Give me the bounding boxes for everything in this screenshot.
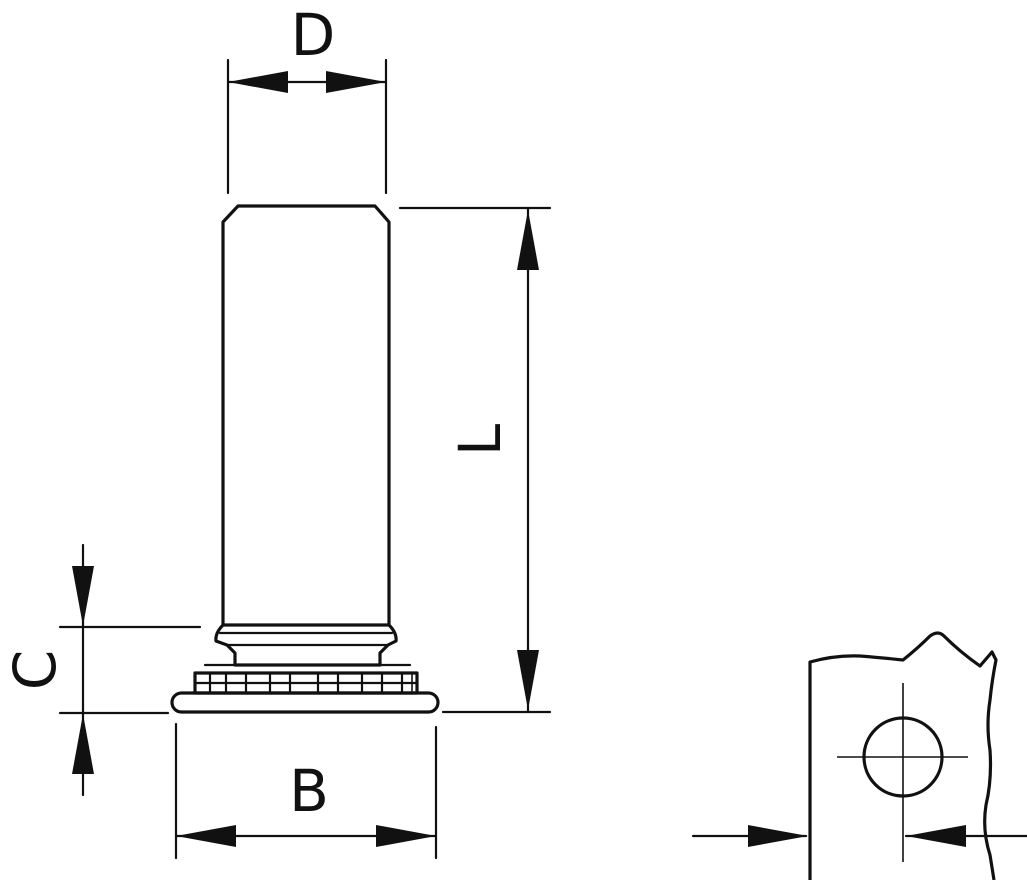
dimension-b-label: B xyxy=(289,757,329,825)
dimension-d: D xyxy=(226,1,388,195)
mounting-hole-view xyxy=(691,631,1027,880)
dimension-l: L xyxy=(398,206,552,714)
shank-outline xyxy=(221,204,391,625)
dimension-d-label: D xyxy=(291,1,336,69)
sheet-outline xyxy=(808,631,998,880)
knurl-ring xyxy=(193,663,419,695)
head-flange xyxy=(170,691,440,714)
dimension-b: B xyxy=(174,722,438,860)
standoff-part xyxy=(170,204,440,714)
dimension-c-label: C xyxy=(1,650,69,691)
dimension-c: C xyxy=(1,543,202,797)
dimension-l-label: L xyxy=(446,424,514,456)
